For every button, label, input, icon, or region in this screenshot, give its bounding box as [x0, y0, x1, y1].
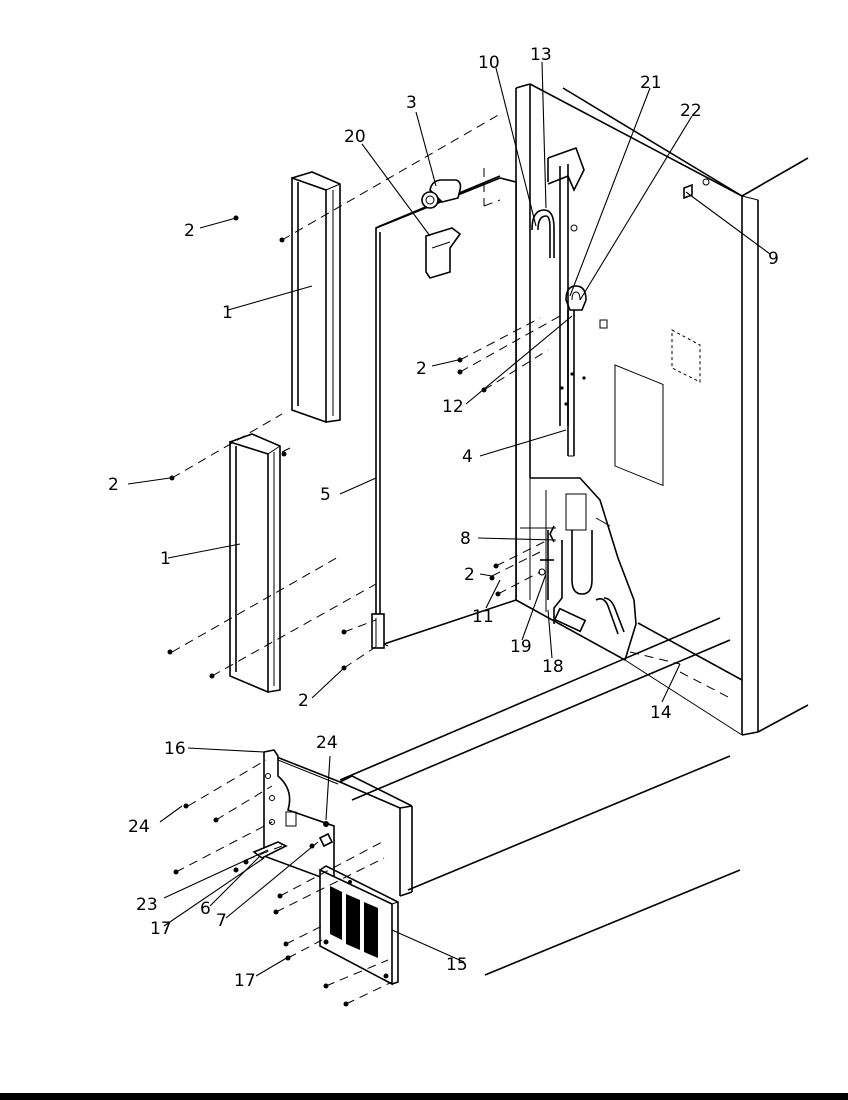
- callout-24-top: 24: [316, 733, 338, 753]
- callout-5: 5: [320, 485, 331, 505]
- lower-side-panel: [229, 433, 281, 694]
- callout-1-lower: 1: [160, 549, 171, 569]
- upper-side-panel: [291, 171, 341, 424]
- callout-11: 11: [472, 607, 494, 627]
- callout-4: 4: [462, 447, 473, 467]
- callout-7: 7: [216, 911, 227, 931]
- callout-12: 12: [442, 397, 464, 417]
- callout-18: 18: [542, 657, 564, 677]
- explode-lines: [171, 113, 731, 1005]
- callout-10: 10: [478, 53, 500, 73]
- leader-lines: [127, 61, 771, 977]
- callout-17-left: 17: [150, 919, 172, 939]
- callout-17-bottom: 17: [234, 971, 256, 991]
- callout-2-top-left: 2: [184, 221, 195, 241]
- callout-6: 6: [200, 899, 211, 919]
- callout-2-center: 2: [416, 359, 427, 379]
- callout-20: 20: [344, 127, 366, 147]
- callout-9: 9: [768, 249, 779, 269]
- callout-3: 3: [406, 93, 417, 113]
- callout-1-upper: 1: [222, 303, 233, 323]
- callout-16: 16: [164, 739, 186, 759]
- callout-2-mid-left: 2: [108, 475, 119, 495]
- callout-22: 22: [680, 101, 702, 121]
- callout-8: 8: [460, 529, 471, 549]
- compressor-cover-bracket: [252, 749, 413, 897]
- callout-23: 23: [136, 895, 158, 915]
- callout-labels: 1 1 2 2 2 2 2 2 3 4 5 6 7 8 9 10 11 12 1…: [108, 45, 779, 991]
- callout-2-bottom: 2: [298, 691, 309, 711]
- callout-19: 19: [510, 637, 532, 657]
- compressor-compartment-parts: [520, 493, 625, 635]
- callout-2-lower-right: 2: [464, 565, 475, 585]
- cabinet-rear-panel: [515, 83, 809, 736]
- bottom-rule: [0, 1093, 848, 1100]
- mounting-bracket-20: [425, 227, 462, 279]
- callout-13: 13: [530, 45, 552, 65]
- callout-14: 14: [650, 703, 672, 723]
- rear-access-panel: [371, 175, 517, 649]
- mounting-bracket-3: [421, 179, 462, 209]
- grille-panel: [319, 865, 399, 986]
- drain-tube-assembly: [531, 146, 587, 457]
- callout-24-left: 24: [128, 817, 150, 837]
- callout-15: 15: [446, 955, 468, 975]
- callout-21: 21: [640, 73, 662, 93]
